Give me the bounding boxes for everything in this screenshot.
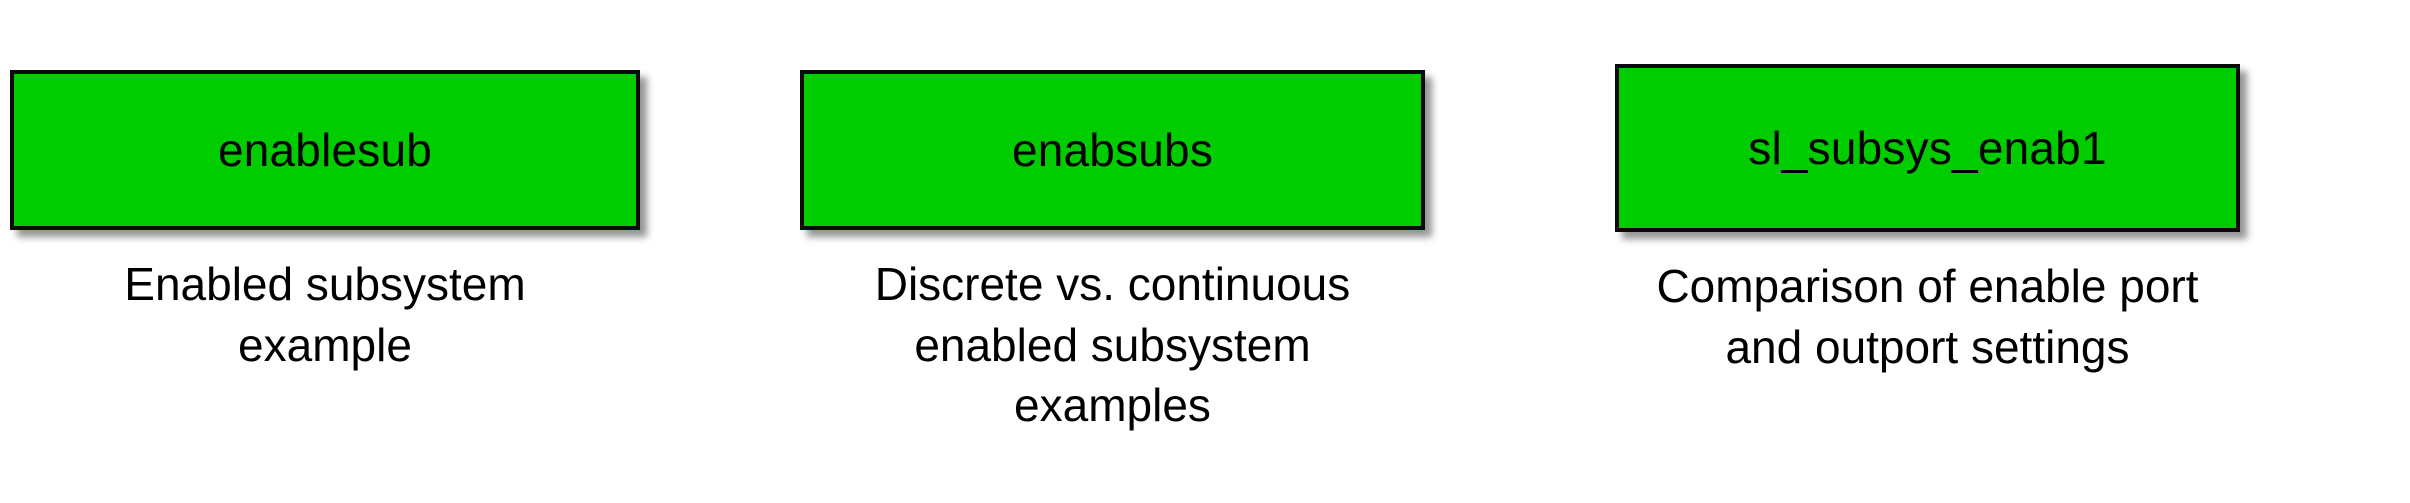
example-caption: Enabled subsystem example <box>124 254 525 375</box>
caption-line: examples <box>1014 379 1211 432</box>
caption-line: and outport settings <box>1725 320 2130 373</box>
example-column-enabsubs: enabsubs Discrete vs. continuous enabled… <box>800 0 1425 436</box>
model-block-label: sl_subsys_enab1 <box>1748 122 2107 174</box>
column-inner: sl_subsys_enab1 Comparison of enable por… <box>1615 0 2240 377</box>
model-block-sl-subsys-enab1[interactable]: sl_subsys_enab1 <box>1615 64 2240 232</box>
model-block-label: enablesub <box>217 124 433 176</box>
caption-line: Enabled subsystem <box>124 258 526 310</box>
caption-line: enabled subsystem <box>914 318 1311 371</box>
caption-line: Comparison of enable port <box>1656 260 2199 312</box>
example-column-enablesub: enablesub Enabled subsystem example <box>10 0 640 375</box>
column-inner: enablesub Enabled subsystem example <box>10 0 640 375</box>
model-block-enabsubs[interactable]: enabsubs <box>800 70 1425 230</box>
caption-line: Discrete vs. continuous <box>874 258 1351 310</box>
example-caption: Discrete vs. continuous enabled subsyste… <box>875 254 1351 436</box>
model-block-enablesub[interactable]: enablesub <box>10 70 640 230</box>
model-block-label: enabsubs <box>1011 124 1214 176</box>
column-inner: enabsubs Discrete vs. continuous enabled… <box>800 0 1425 436</box>
example-caption: Comparison of enable port and outport se… <box>1656 256 2198 377</box>
example-column-sl-subsys-enab1: sl_subsys_enab1 Comparison of enable por… <box>1615 0 2240 377</box>
caption-line: example <box>238 318 412 371</box>
